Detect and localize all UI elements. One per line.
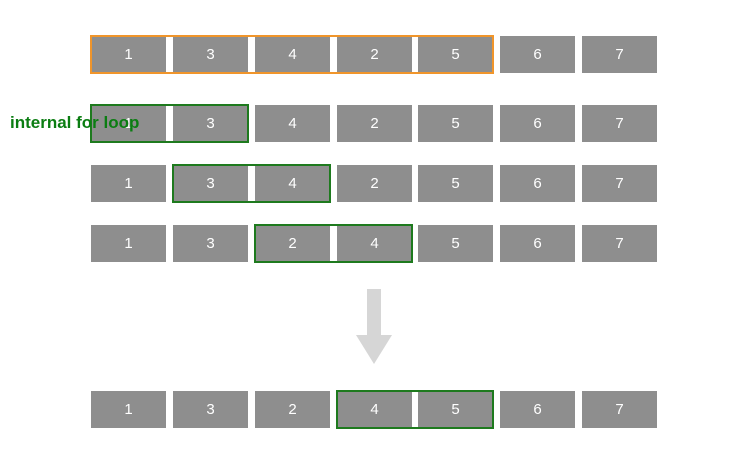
array-cell: 4	[255, 36, 330, 73]
array-cell: 4	[255, 105, 330, 142]
array-cell: 7	[582, 36, 657, 73]
array-cell: 3	[173, 165, 248, 202]
array-cell: 1	[91, 165, 166, 202]
array-cell: 3	[173, 36, 248, 73]
array-cell: 6	[500, 225, 575, 262]
array-cell: 2	[255, 391, 330, 428]
array-cell: 6	[500, 105, 575, 142]
array-cell: 6	[500, 391, 575, 428]
array-cell: 5	[418, 36, 493, 73]
array-cell: 3	[173, 391, 248, 428]
internal-loop-label: internal for loop	[10, 113, 140, 132]
array-cell: 1	[91, 391, 166, 428]
array-cell: 5	[418, 391, 493, 428]
array-cell: 2	[337, 105, 412, 142]
array-cell: 6	[500, 165, 575, 202]
array-cell: 5	[418, 225, 493, 262]
array-cell: 5	[418, 105, 493, 142]
array-cell: 1	[91, 225, 166, 262]
array-cell: 7	[582, 105, 657, 142]
array-cell: 3	[173, 105, 248, 142]
array-cell: 4	[255, 165, 330, 202]
array-cell: 2	[337, 165, 412, 202]
array-cell: 4	[337, 391, 412, 428]
array-cell: 3	[173, 225, 248, 262]
array-cell: 7	[582, 225, 657, 262]
array-cell: 7	[582, 165, 657, 202]
array-cell: 1	[91, 36, 166, 73]
array-cell: 7	[582, 391, 657, 428]
array-cell: 5	[418, 165, 493, 202]
down-arrow-icon	[355, 289, 393, 365]
array-cell: 1	[91, 105, 166, 142]
array-cell: 4	[337, 225, 412, 262]
array-cell: 2	[337, 36, 412, 73]
array-cell: 6	[500, 36, 575, 73]
array-cell: 2	[255, 225, 330, 262]
